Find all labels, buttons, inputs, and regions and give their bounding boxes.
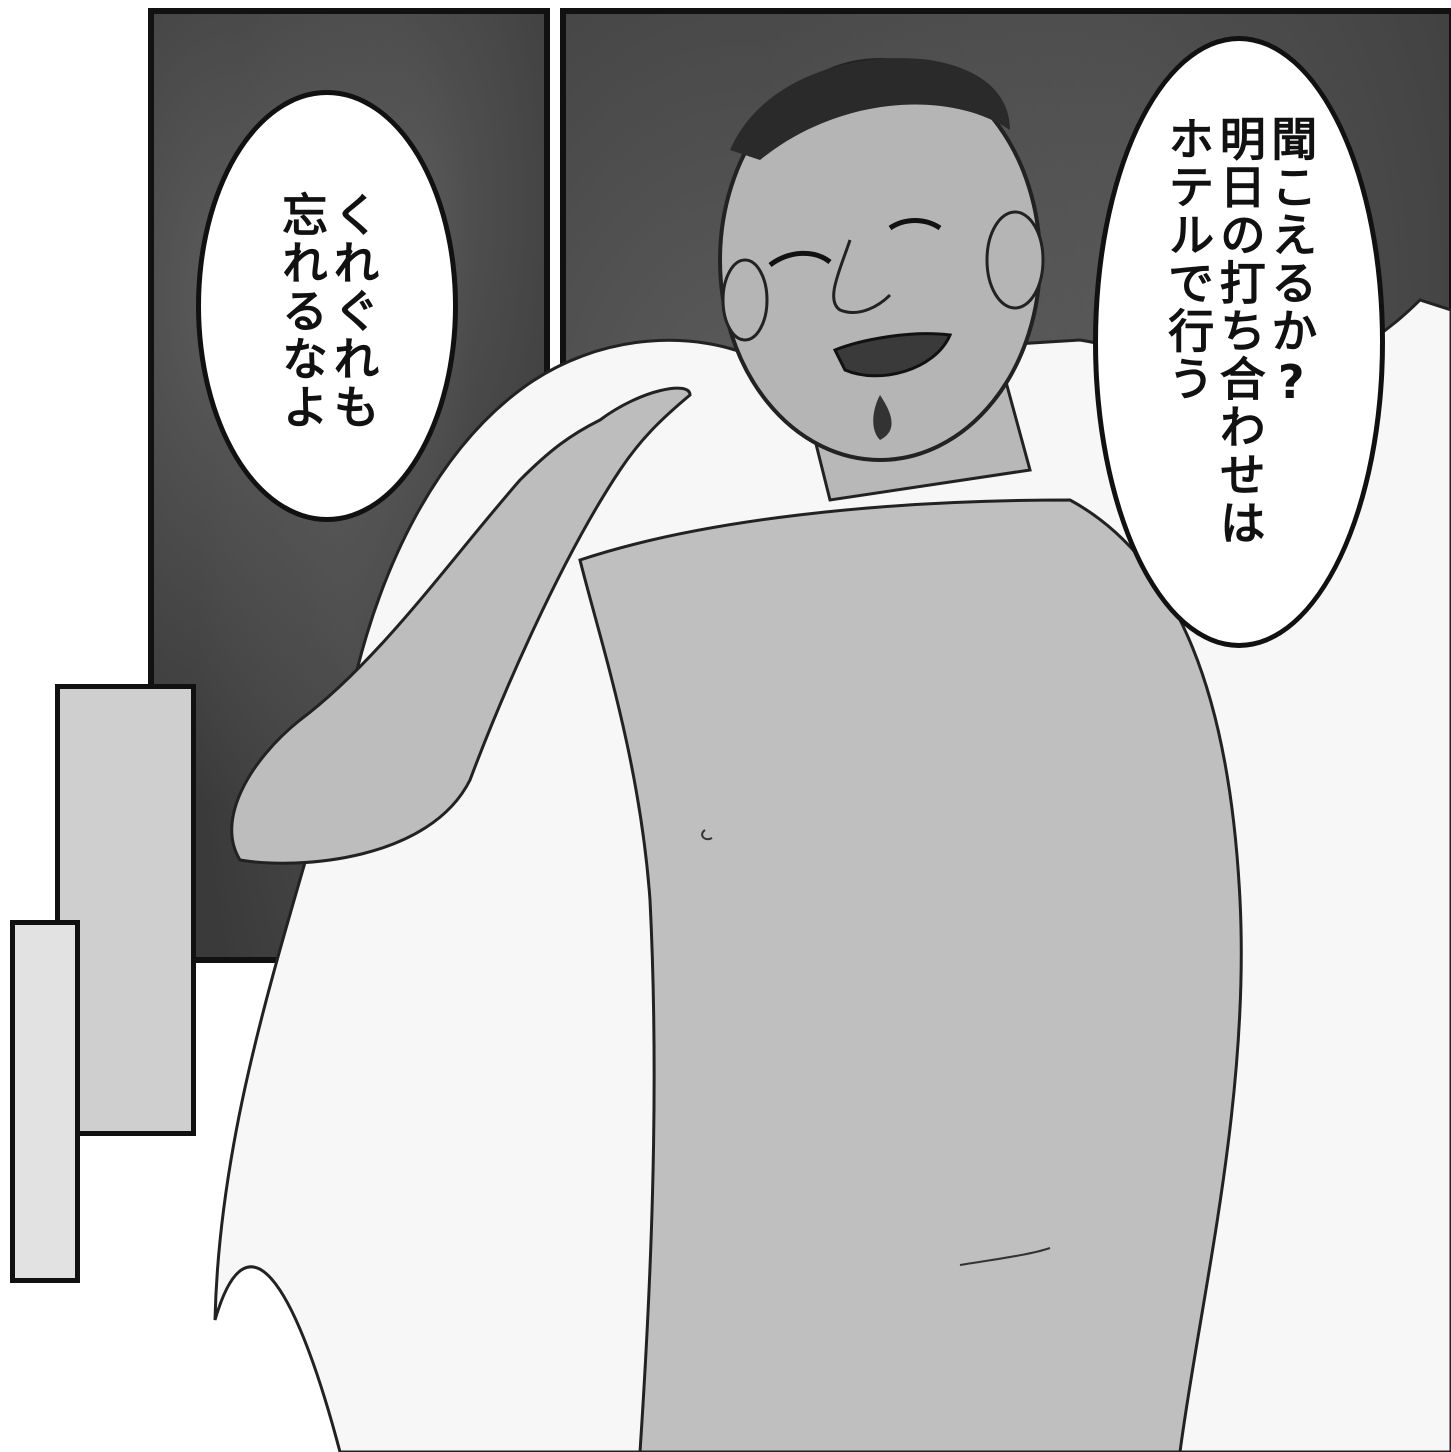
ear-shape <box>721 258 769 342</box>
arm-shape <box>230 386 692 865</box>
speech-line: ホテルで行う <box>1161 115 1216 403</box>
speech-bubble-right: 聞こえるか? 明日の打ち合わせは ホテルで行う <box>1093 36 1385 648</box>
nose-shape <box>832 239 892 314</box>
speech-text-left: くれぐれも 忘れるなよ <box>275 191 381 431</box>
speech-line: くれぐれも <box>326 191 381 431</box>
body-line <box>701 829 713 841</box>
beard-shape <box>873 395 892 440</box>
ear-shape <box>985 210 1045 310</box>
speech-bubble-left: くれぐれも 忘れるなよ <box>196 90 458 522</box>
navel-line <box>959 1247 1051 1266</box>
mouth-shape <box>832 332 953 378</box>
gray-panel-block-small <box>10 920 80 1283</box>
speech-text-right: 聞こえるか? 明日の打ち合わせは ホテルで行う <box>1161 115 1319 547</box>
speech-line: 忘れるなよ <box>275 191 329 431</box>
eye-shape <box>768 250 832 268</box>
speech-line: 聞こえるか? <box>1264 115 1319 411</box>
hair-shape <box>730 58 1010 160</box>
torso-shape <box>578 498 1243 1452</box>
speech-line: 明日の打ち合わせは <box>1212 115 1267 547</box>
eye-shape <box>888 218 942 231</box>
